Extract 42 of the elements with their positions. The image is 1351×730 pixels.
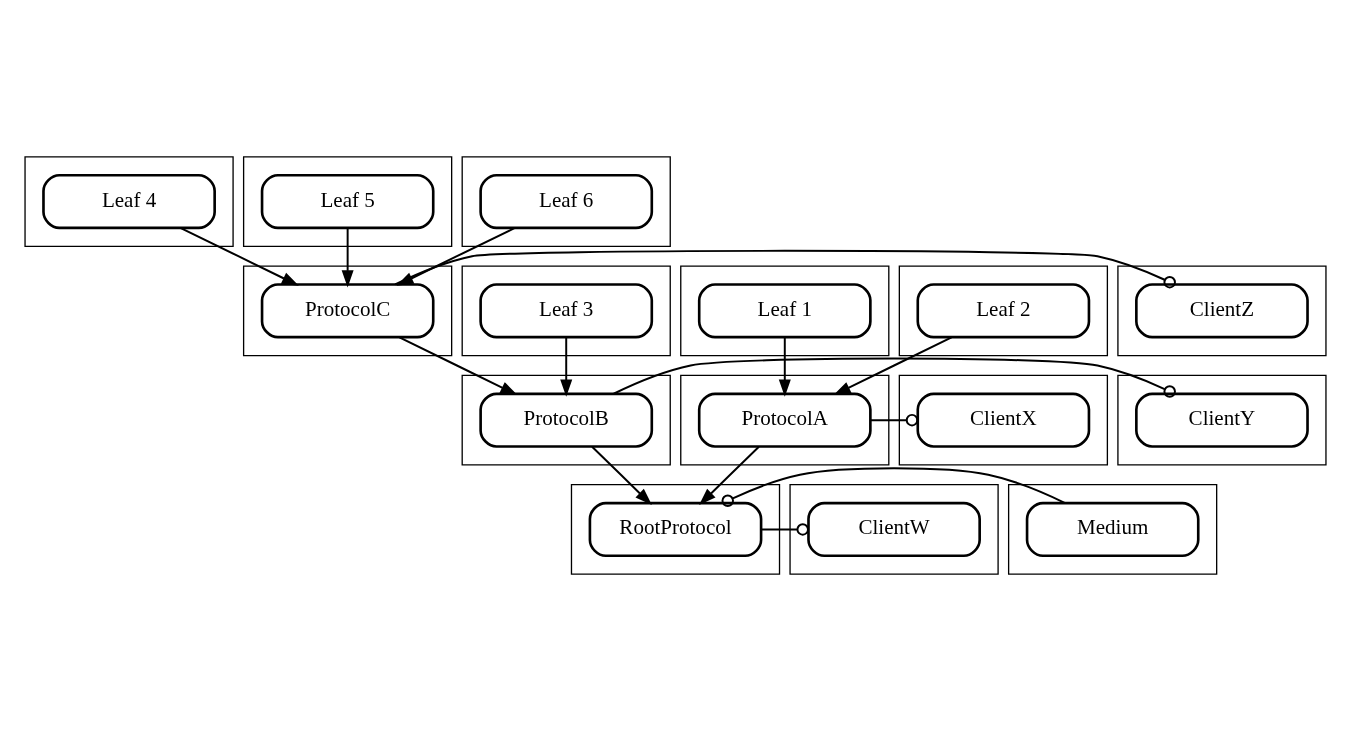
arrow <box>778 335 791 397</box>
arrow <box>560 335 573 397</box>
node-box: Leaf 3 <box>479 282 654 338</box>
node-box: Leaf 5 <box>260 173 435 229</box>
node-box: ClientW <box>807 501 981 557</box>
cluster <box>1007 483 1218 575</box>
cluster <box>461 264 671 356</box>
cluster <box>461 374 671 466</box>
cluster <box>789 483 999 575</box>
node-box: ProtocolC <box>260 282 435 338</box>
arrow <box>699 445 760 505</box>
arrow <box>179 226 299 286</box>
cluster <box>242 264 453 356</box>
cluster <box>242 155 453 247</box>
arrow <box>398 335 518 395</box>
node-box: ClientZ <box>1135 282 1309 338</box>
node-box: ClientY <box>1135 392 1309 448</box>
cluster <box>461 155 671 247</box>
cluster <box>680 264 890 356</box>
node-box: Leaf 4 <box>42 173 216 229</box>
node-box: Medium <box>1025 501 1200 557</box>
node-box: Leaf 6 <box>479 173 654 229</box>
arrow <box>591 445 652 505</box>
connector <box>869 413 919 426</box>
node-box: ProtocolA <box>697 392 872 448</box>
cluster <box>898 374 1109 466</box>
cluster <box>1117 264 1327 356</box>
node-box: ClientX <box>916 392 1091 448</box>
node-box: Leaf 2 <box>916 282 1091 338</box>
connector <box>721 466 1067 507</box>
cluster <box>680 374 890 466</box>
cluster <box>570 483 781 575</box>
arrow <box>833 335 953 395</box>
node-box: Leaf 1 <box>697 282 872 338</box>
cluster <box>898 264 1109 356</box>
node-box: ProtocolB <box>479 392 654 448</box>
node-box: RootProtocol <box>588 501 763 557</box>
arrow <box>341 226 354 287</box>
connector <box>760 522 809 536</box>
cluster <box>1117 374 1327 466</box>
cluster <box>24 155 234 247</box>
connector <box>612 357 1176 398</box>
